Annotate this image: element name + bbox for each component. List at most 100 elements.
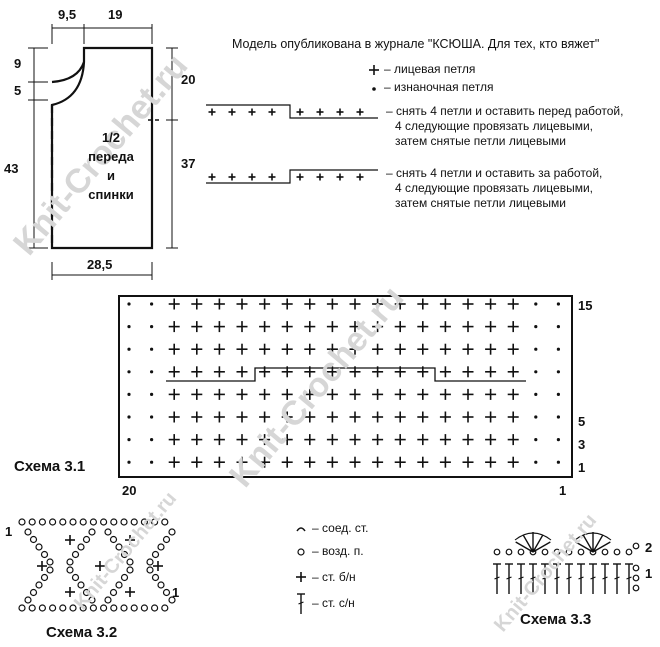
legend-sc-icon — [296, 572, 306, 582]
schema-3-2-chain-arc — [151, 550, 160, 559]
schema-3-2-chain-arc — [82, 535, 91, 544]
schema-3-3-fan-arc — [514, 532, 552, 541]
schema-3-2-chart — [18, 518, 176, 612]
cable-front-stitch — [228, 108, 236, 116]
cable-front-line-2: 4 следующие провязать лицевыми, — [395, 119, 593, 133]
schema-3-2-chain-bottom — [99, 604, 108, 612]
cable-front-stitch — [248, 108, 256, 116]
schema-3-2-chain-top — [59, 518, 67, 526]
cable-back-stitch — [268, 173, 276, 181]
schema-3-1-purl — [534, 415, 538, 419]
schema-3-3-turn-chain — [632, 584, 640, 592]
schema-3-1-purl — [534, 347, 538, 351]
garment-pattern — [28, 24, 178, 280]
schema-3-1-knit — [462, 321, 474, 333]
schema-3-1-purl — [150, 438, 154, 442]
dim-bottom: 28,5 — [87, 257, 113, 272]
schema-3-1-purl — [534, 438, 538, 442]
schema-3-1-purl — [150, 347, 154, 351]
schema-3-2-chain-arc — [109, 535, 118, 544]
cable-back-stitch — [208, 173, 216, 181]
schema-3-2-chain-arc — [157, 543, 165, 551]
schema-3-2-sc — [65, 587, 75, 597]
dc-slash — [530, 576, 536, 580]
schema-3-1-knit — [417, 434, 429, 446]
schema-3-2-chain-arc — [146, 566, 154, 574]
schema-3-1-knit — [236, 411, 248, 423]
schema-3-1-purl — [556, 347, 561, 351]
schema-3-1-knit — [462, 411, 474, 423]
schema-3-1-purl — [556, 325, 561, 329]
schema-3-1-knit — [507, 321, 519, 333]
schema-3-1-knit — [439, 366, 451, 378]
dim-left-43: 43 — [4, 161, 19, 176]
schema-3-1-knit — [191, 298, 203, 310]
schema-3-2-title: Схема 3.2 — [46, 624, 118, 641]
schema-3-1-purl — [534, 392, 538, 396]
legend-chain-icon — [297, 548, 305, 556]
schema-3-2-chain-arc — [24, 528, 32, 536]
schema-3-1-purl — [127, 370, 131, 374]
schema-3-1-purl — [127, 392, 131, 396]
pattern-label-line-4: спинки — [88, 187, 134, 202]
schema-3-2-chain-bottom — [89, 604, 98, 612]
schema-3-3-chain — [553, 548, 561, 556]
schema-3-1-purl — [127, 347, 131, 351]
schema-3-1-knit — [372, 434, 384, 446]
schema-3-1-purl — [534, 325, 538, 329]
pattern-label-line-2: переда — [88, 149, 134, 164]
schema-3-2-chain-arc — [168, 596, 176, 604]
schema-3-2-sc — [37, 561, 47, 571]
schema-3-3-chain — [613, 548, 621, 556]
schema-3-1-knit — [213, 411, 225, 423]
schema-3-1-knit — [485, 388, 497, 400]
cable-front-stitch — [316, 108, 324, 116]
schema-3-1-knit — [236, 434, 248, 446]
schema-3-1-col-1: 1 — [559, 483, 567, 498]
schema-3-1-knit — [326, 456, 338, 468]
schema-3-3-chain — [505, 548, 513, 556]
schema-3-1-knit — [372, 343, 384, 355]
schema-3-3-dc — [577, 563, 585, 594]
schema-3-1-knit — [281, 343, 293, 355]
schema-3-2-chain-top — [130, 518, 138, 526]
cable-front-stitch — [296, 108, 304, 116]
schema-3-3-right-label: 2 — [645, 540, 653, 555]
schema-3-3-turn-chain — [632, 564, 640, 572]
pattern-label: 1/2 переда и спинки — [66, 128, 156, 204]
legend-chain-text: – возд. п. — [312, 544, 364, 558]
schema-3-1-knit — [507, 298, 519, 310]
schema-3-2-chain-bottom — [140, 604, 148, 612]
schema-3-1-purl — [127, 460, 131, 464]
schema-3-1-knit — [281, 411, 293, 423]
schema-3-1-knit — [236, 366, 248, 378]
schema-3-1-grid — [118, 295, 573, 478]
schema-3-1-knit — [304, 343, 316, 355]
schema-3-1-knit — [304, 388, 316, 400]
schema-3-1-knit — [507, 411, 519, 423]
cable-front-stitch — [336, 108, 344, 116]
schema-3-1-knit — [191, 366, 203, 378]
schema-3-1-knit — [168, 343, 180, 355]
dc-slash — [614, 576, 620, 580]
schema-3-3-dc — [625, 563, 633, 594]
schema-3-1-knit — [191, 343, 203, 355]
schema-3-3-dc — [541, 563, 549, 594]
schema-3-2-chain-bottom — [151, 604, 159, 612]
dim-left-9: 9 — [14, 56, 22, 71]
cable-front-stitch — [356, 108, 364, 116]
schema-3-1-knit — [394, 388, 406, 400]
schema-3-1-purl — [556, 438, 561, 442]
schema-3-1-knit — [259, 434, 271, 446]
schema-3-1-knit — [213, 321, 225, 333]
schema-3-1-knit — [349, 321, 361, 333]
schema-3-1-purl — [150, 370, 154, 374]
schema-3-1-knit — [168, 388, 180, 400]
schema-3-1-knit — [462, 388, 474, 400]
schema-3-2-chain-bottom — [110, 604, 118, 612]
schema-3-2-chain-bottom — [59, 604, 67, 612]
schema-3-2-chain-arc — [162, 535, 171, 544]
schema-3-1-knit — [236, 388, 248, 400]
schema-3-2-chain-arc — [46, 558, 54, 566]
schema-3-3-chain — [577, 548, 585, 556]
